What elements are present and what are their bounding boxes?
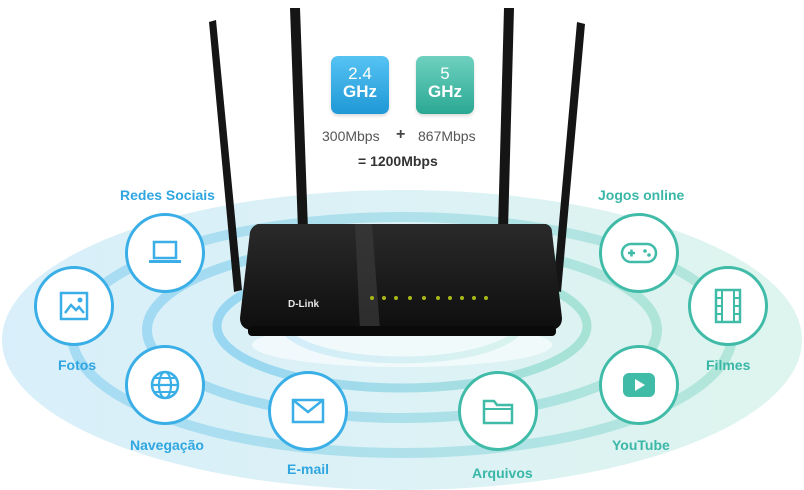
rate-2-4ghz: 300Mbps — [322, 128, 380, 144]
badge-2-4ghz-unit: GHz — [343, 82, 377, 101]
router-status-leds — [370, 296, 488, 300]
circle-jogos-online — [599, 213, 679, 293]
badge-5ghz-value: 5 — [440, 64, 450, 83]
laptop-icon — [149, 240, 181, 263]
label-arquivos: Arquivos — [472, 465, 533, 481]
label-youtube: YouTube — [612, 437, 670, 453]
mail-icon — [291, 398, 325, 424]
circle-navegacao — [125, 345, 205, 425]
photo-icon — [59, 291, 89, 321]
rate-5ghz: 867Mbps — [418, 128, 476, 144]
circle-fotos — [34, 266, 114, 346]
circle-redes-sociais — [125, 213, 205, 293]
folder-icon — [482, 399, 514, 425]
label-navegacao: Navegação — [130, 437, 204, 453]
play-icon — [623, 373, 655, 397]
gamepad-icon — [620, 242, 658, 264]
circle-youtube — [599, 345, 679, 425]
badge-2-4ghz: 2.4 GHz — [331, 56, 389, 114]
label-email: E-mail — [287, 461, 330, 477]
total-speed: = 1200Mbps — [358, 153, 438, 169]
circle-arquivos — [458, 371, 538, 451]
circle-email — [268, 371, 348, 451]
badge-2-4ghz-value: 2.4 — [348, 64, 372, 83]
label-jogos-online: Jogos online — [598, 187, 685, 203]
label-redes-sociais: Redes Sociais — [120, 187, 215, 203]
router-brand-logo: D-Link — [288, 299, 320, 310]
router-body — [240, 224, 562, 336]
film-icon — [714, 288, 742, 324]
globe-icon — [150, 370, 180, 400]
label-fotos: Fotos — [58, 357, 97, 373]
badge-5ghz-unit: GHz — [428, 82, 462, 101]
label-filmes: Filmes — [706, 357, 751, 373]
circle-filmes — [688, 266, 768, 346]
router-antennas — [209, 8, 585, 292]
badge-5ghz: 5 GHz — [416, 56, 474, 114]
plus-sign: + — [396, 126, 406, 143]
